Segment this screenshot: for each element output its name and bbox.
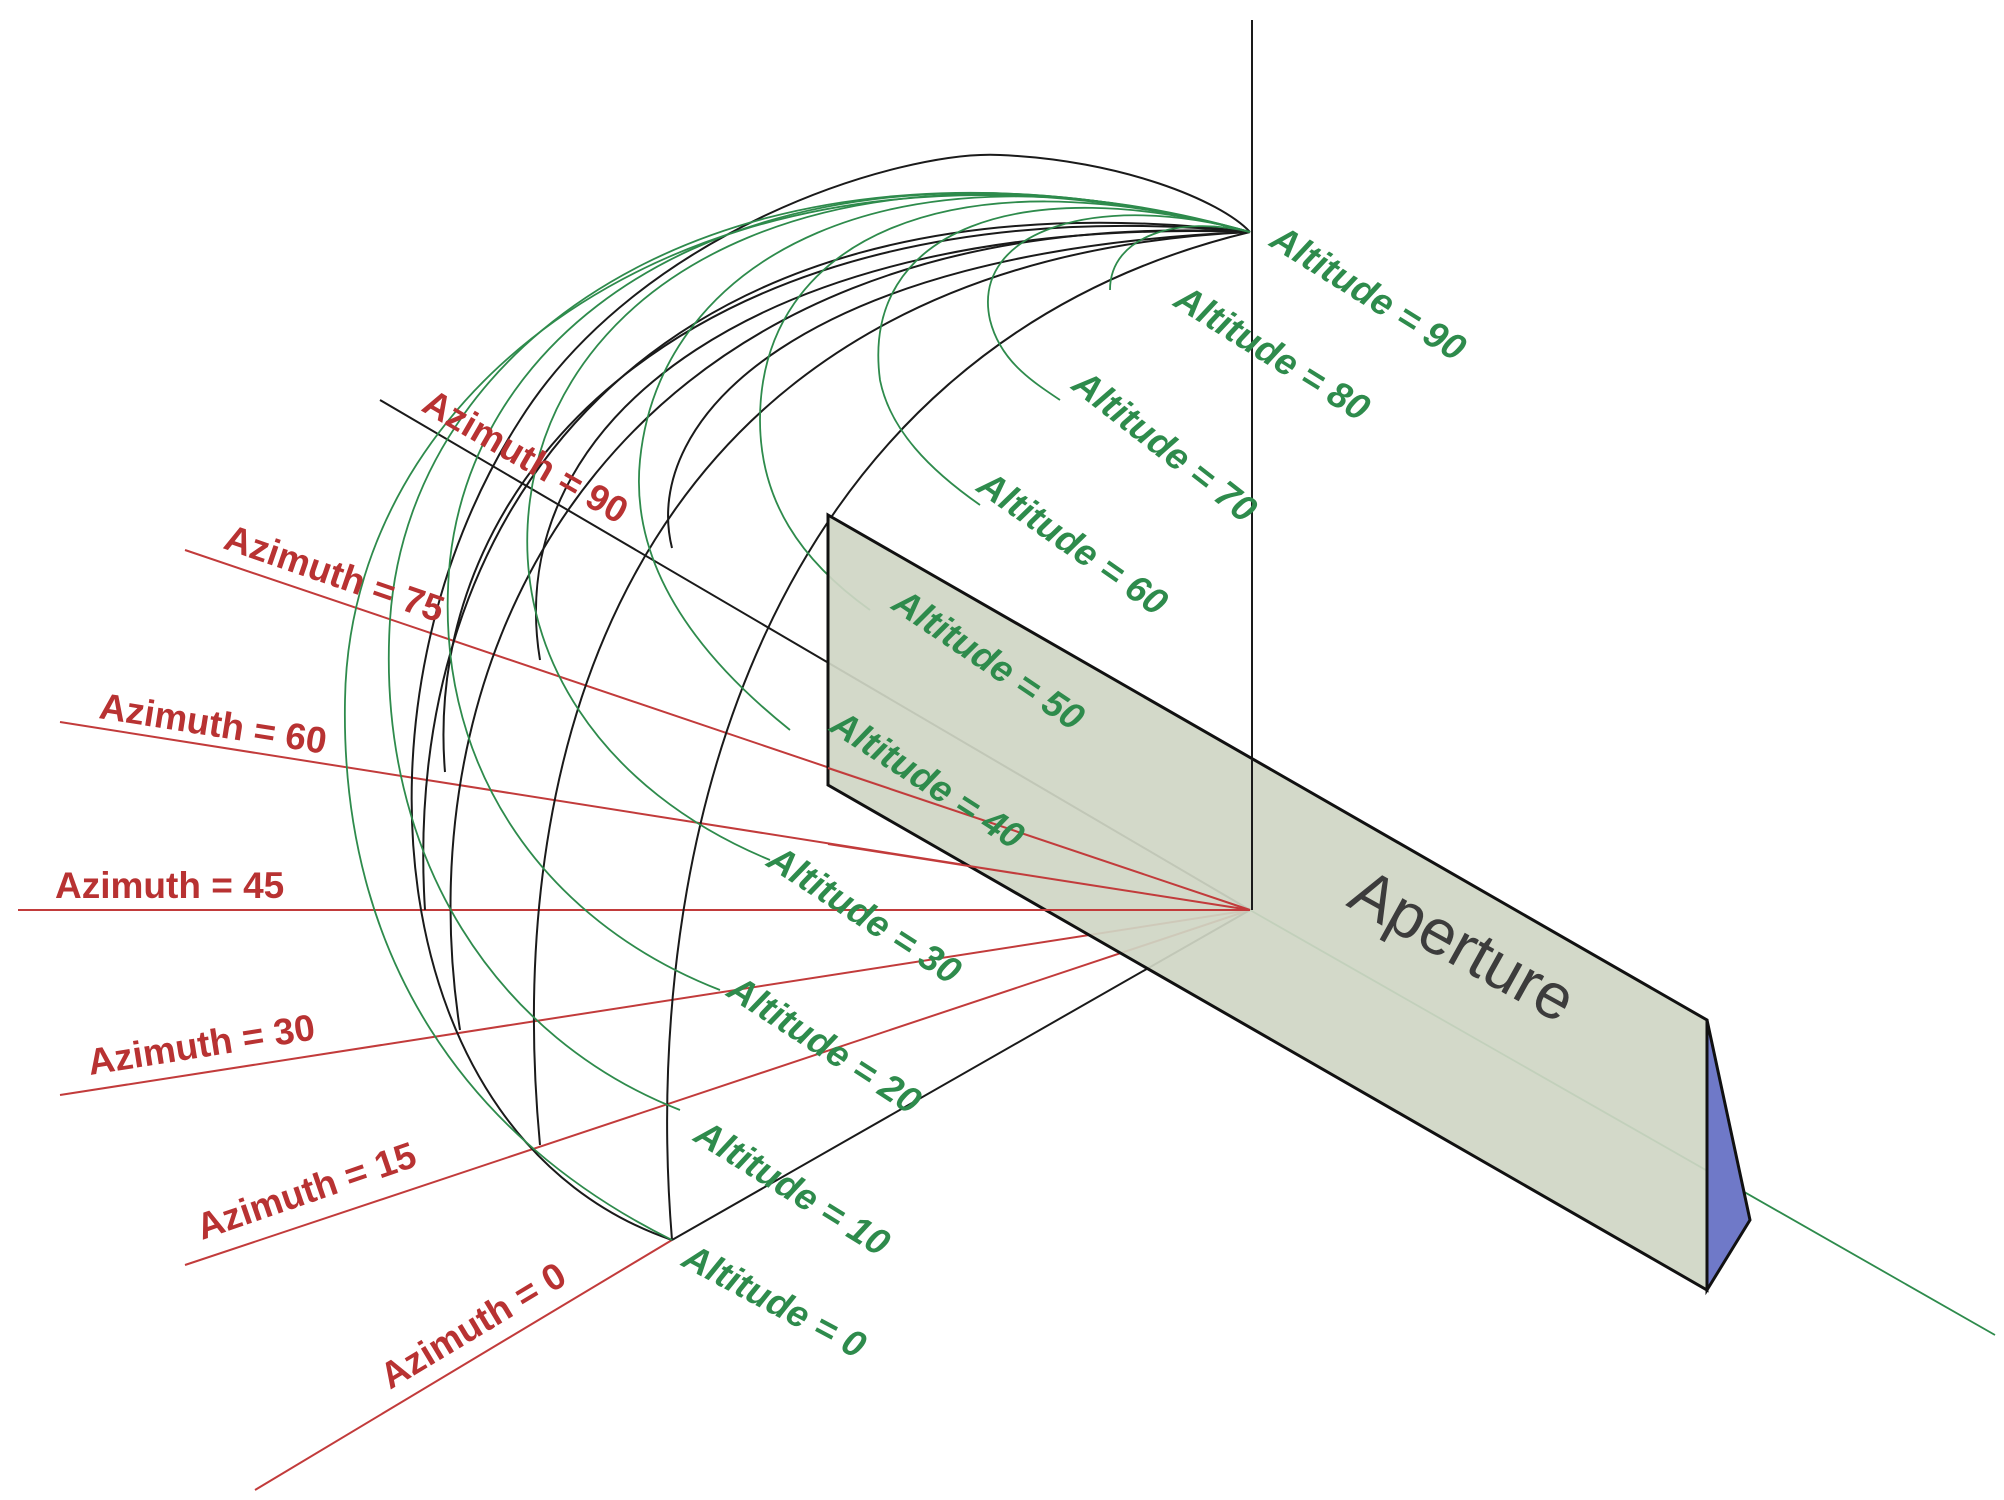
meridians [410, 153, 1251, 1241]
azimuth-ray-15 [184, 909, 1251, 1266]
altitude-circle-60 [877, 206, 1251, 506]
meridian-30 [449, 229, 1251, 1031]
altitude-circle-20 [446, 192, 1251, 991]
azimuth-label-15: Azimuth = 15 [191, 1134, 421, 1247]
azimuth-label-45: Azimuth = 45 [55, 865, 284, 906]
altitude-label-60: Altitude = 60 [970, 462, 1176, 623]
meridian-90 [667, 231, 1251, 549]
azimuth-label-90: Azimuth = 90 [416, 381, 635, 531]
altitude-circle-10 [387, 191, 1251, 1111]
altitude-circle-70 [987, 214, 1251, 401]
altitude-circle-50 [759, 200, 1251, 611]
altitude-label-20: Altitude = 20 [720, 967, 929, 1123]
altitude-label-10: Altitude = 10 [687, 1111, 897, 1264]
meridian-0 [666, 231, 1251, 1241]
azimuth-label-30: Azimuth = 30 [85, 1007, 318, 1083]
azimuth-ray-60-front [827, 843, 1251, 911]
azimuth-ray-0 [254, 1239, 673, 1491]
altitude-label-0: Altitude = 0 [675, 1235, 872, 1366]
altitude-circle-40 [638, 195, 1251, 731]
azimuth-ray-75-front [827, 767, 1251, 911]
altitude-circle-0 [344, 194, 1251, 1241]
aperture-side [1705, 1019, 1752, 1296]
meridian-45 [422, 221, 1251, 911]
azimuth-label-60: Azimuth = 60 [97, 685, 330, 761]
aperture-panel: Aperture [826, 512, 1752, 1296]
altitude-circle-80 [1109, 225, 1251, 291]
altitude-circles [344, 191, 1251, 1241]
outer-rim [410, 153, 1251, 1241]
altitude-label-70: Altitude = 70 [1064, 361, 1265, 530]
meridian-15 [532, 231, 1251, 1146]
azimuth-ray-30 [59, 909, 1251, 1096]
azimuth-label-0: Azimuth = 0 [373, 1254, 573, 1397]
